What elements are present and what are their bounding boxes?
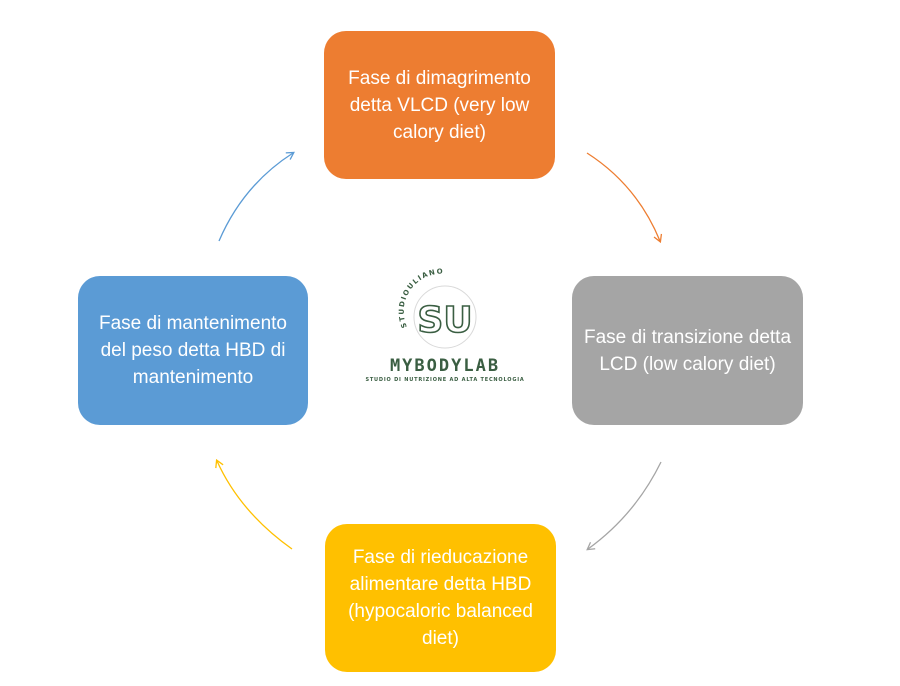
arrow-top-to-right bbox=[586, 152, 663, 244]
logo-name: MYBODYLAB bbox=[389, 356, 501, 376]
phase-hbd-label: Fase di rieducazione alimentare detta HB… bbox=[348, 547, 533, 649]
logo-tagline: STUDIO DI NUTRIZIONE AD ALTA TECNOLOGIA bbox=[365, 377, 525, 383]
phase-lcd-box: Fase di transizione detta LCD (low calor… bbox=[572, 276, 803, 425]
arrow-bottom-to-left bbox=[215, 458, 293, 550]
phase-lcd-label: Fase di transizione detta LCD (low calor… bbox=[584, 326, 792, 375]
phase-hbd-box: Fase di rieducazione alimentare detta HB… bbox=[325, 524, 556, 672]
logo-emblem: STUDIOULIANO SU bbox=[398, 268, 477, 349]
logo-monogram: SU bbox=[417, 300, 472, 341]
arrow-left-to-top bbox=[218, 151, 295, 242]
phase-vlcd-box: Fase di dimagrimento detta VLCD (very lo… bbox=[324, 31, 555, 179]
phase-vlcd-label: Fase di dimagrimento detta VLCD (very lo… bbox=[348, 67, 531, 143]
mybodylab-logo: STUDIOULIANO SU MYBODYLAB STUDIO DI NUTR… bbox=[355, 255, 535, 395]
phase-maintenance-label: Fase di mantenimento del peso detta HBD … bbox=[99, 313, 287, 388]
arrow-right-to-bottom bbox=[586, 461, 662, 551]
phase-maintenance-box: Fase di mantenimento del peso detta HBD … bbox=[78, 276, 308, 425]
